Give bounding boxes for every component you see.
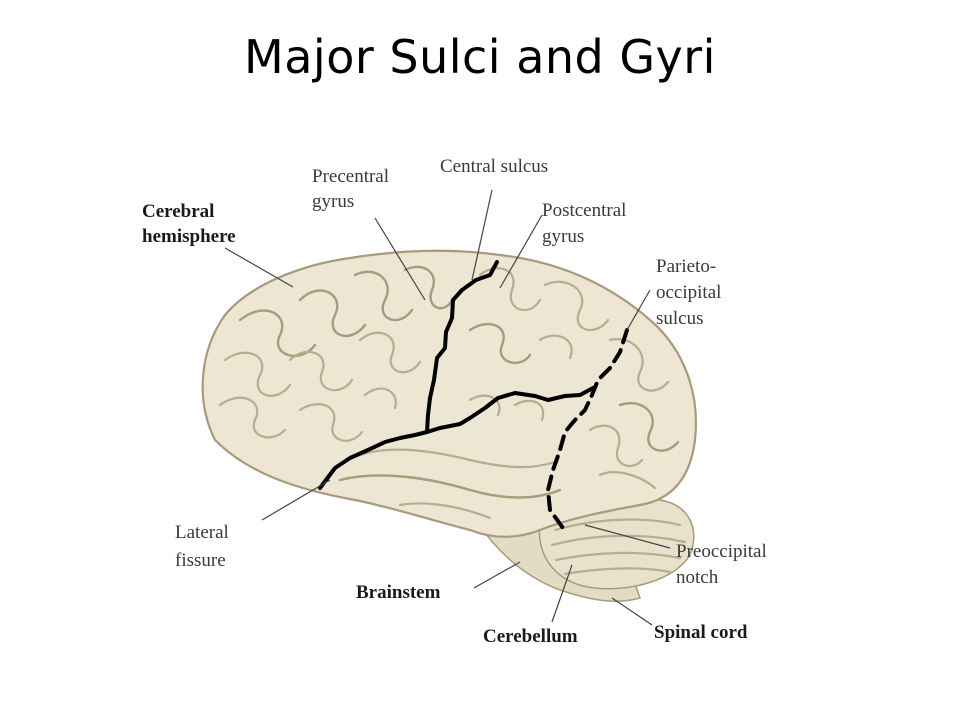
label-cerebral-hemisphere: Cerebral hemisphere	[142, 201, 236, 247]
slide-title: Major Sulci and Gyri	[244, 30, 716, 84]
cerebellum-folia	[550, 518, 687, 576]
label-lateral-fissure: Lateral fissure	[175, 522, 234, 571]
parieto-occipital-sulcus-line	[545, 328, 629, 530]
cerebral-hemisphere-shape	[201, 249, 697, 538]
label-central-sulcus: Central sulcus	[440, 156, 548, 177]
label-precentral-gyrus: Precentral gyrus	[312, 166, 394, 212]
leader-lines	[224, 189, 671, 626]
label-cerebellum: Cerebellum	[483, 626, 578, 647]
label-spinal-cord: Spinal cord	[654, 622, 748, 643]
label-postcentral-gyrus: Postcentral gyrus	[542, 200, 631, 247]
lateral-fissure-line	[318, 386, 595, 490]
label-brainstem: Brainstem	[356, 582, 441, 603]
label-parieto-occipital-sulcus: Parieto- occipital sulcus	[656, 256, 726, 329]
central-sulcus-line	[425, 260, 499, 434]
label-preoccipital-notch: Preoccipital notch	[676, 541, 772, 588]
